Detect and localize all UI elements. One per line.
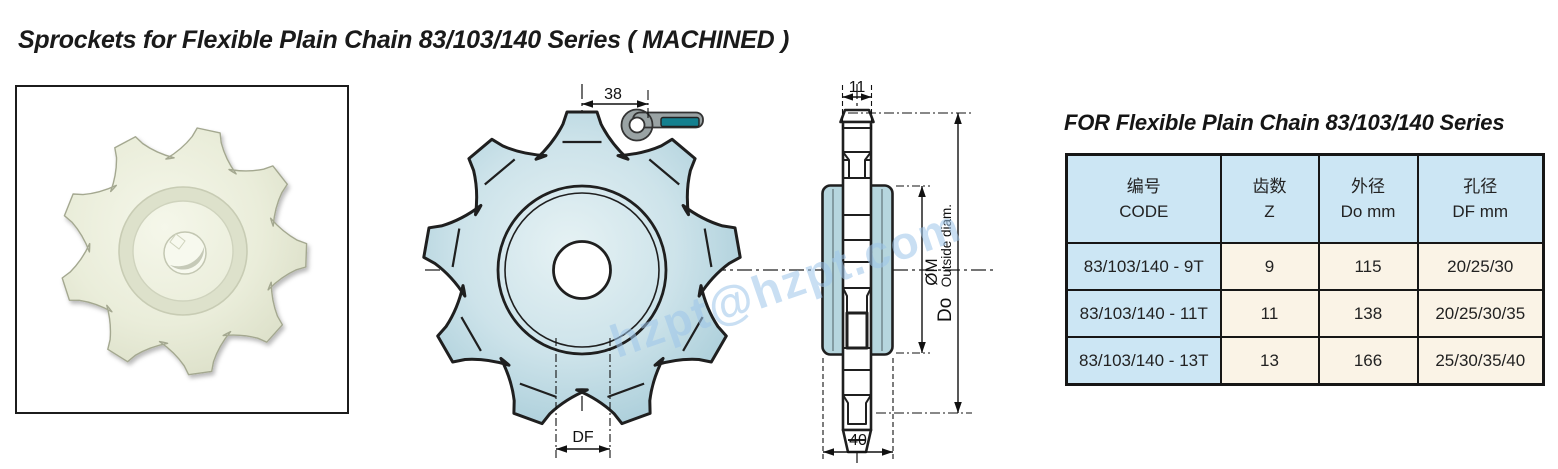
page-title: Sprockets for Flexible Plain Chain 83/10… <box>18 26 790 54</box>
photo-hub-ring <box>119 187 247 315</box>
col-header-df-en: DF mm <box>1452 202 1509 221</box>
dimension-df: DF <box>555 338 611 460</box>
dim-38-label: 38 <box>604 86 622 103</box>
dimension-bore-m: ØM <box>896 185 941 354</box>
product-photo-frame <box>15 85 349 414</box>
sprocket-photo <box>61 127 308 376</box>
tooth-chamfer-lines <box>451 140 713 399</box>
bore-circle <box>552 240 612 300</box>
cell-code: 83/103/140 - 11T <box>1065 289 1222 338</box>
dimension-38: 38 <box>582 86 649 120</box>
dim-df-label: DF <box>572 429 594 446</box>
dim-m-label: ØM <box>922 258 941 285</box>
cell-df: 20/25/30/35 <box>1416 289 1545 338</box>
dimension-11: 11 <box>841 80 873 130</box>
table-row: 83/103/140 - 13T 13 166 25/30/35/40 <box>1065 336 1545 386</box>
dimension-40: 40 <box>822 358 894 462</box>
photo-bore-shadow <box>170 247 205 270</box>
photo-keyway <box>169 233 186 250</box>
dim-40-label: 40 <box>849 432 867 449</box>
table-row: 83/103/140 - 11T 11 138 20/25/30/35 <box>1065 289 1545 338</box>
cell-do: 138 <box>1317 289 1419 338</box>
rim-circle-inner <box>504 192 660 348</box>
col-header-z-cn: 齿数 <box>1252 176 1287 196</box>
cell-z: 11 <box>1219 289 1320 338</box>
spec-header-row: 编号 CODE 齿数 Z 外径 Do mm 孔径 DF mm <box>1065 153 1545 244</box>
cell-df: 20/25/30 <box>1416 242 1545 291</box>
col-header-do: 外径 Do mm <box>1317 153 1419 244</box>
col-header-code-en: CODE <box>1119 202 1169 221</box>
dim-do-label: Do Outside diam. <box>935 204 956 322</box>
photo-hub-ring-inner-edge <box>132 200 234 302</box>
cell-df: 25/30/35/40 <box>1416 336 1545 386</box>
cell-z: 9 <box>1219 242 1320 291</box>
col-header-z: 齿数 Z <box>1219 153 1320 244</box>
cell-code: 83/103/140 - 9T <box>1065 242 1222 291</box>
tooth-cross-section <box>839 108 875 454</box>
col-header-do-en: Do mm <box>1340 202 1396 221</box>
chain-link-icon <box>620 108 704 142</box>
photo-hub-ring-outer-edge <box>118 186 248 316</box>
technical-drawing: 38 DF <box>422 80 995 466</box>
col-header-z-en: Z <box>1264 202 1275 221</box>
spec-heading: FOR Flexible Plain Chain 83/103/140 Seri… <box>1064 110 1505 135</box>
cell-z: 13 <box>1219 336 1320 386</box>
col-header-code-cn: 编号 <box>1126 176 1161 196</box>
cell-do: 166 <box>1317 336 1419 386</box>
cell-code: 83/103/140 - 13T <box>1065 336 1222 386</box>
col-header-df-cn: 孔径 <box>1463 176 1498 196</box>
dim-11-label: 11 <box>849 80 866 96</box>
spec-table: 编号 CODE 齿数 Z 外径 Do mm 孔径 DF mm 83/103/14… <box>1065 153 1545 386</box>
sprocket-side-view <box>821 108 894 454</box>
rim-circle-outer <box>496 184 668 356</box>
col-header-df: 孔径 DF mm <box>1416 153 1545 244</box>
dimension-do: Do Outside diam. <box>848 112 972 414</box>
cell-do: 115 <box>1317 242 1419 291</box>
col-header-code: 编号 CODE <box>1065 153 1222 244</box>
sprocket-front-view <box>422 110 742 426</box>
col-header-do-cn: 外径 <box>1351 176 1385 196</box>
table-row: 83/103/140 - 9T 9 115 20/25/30 <box>1065 242 1545 291</box>
